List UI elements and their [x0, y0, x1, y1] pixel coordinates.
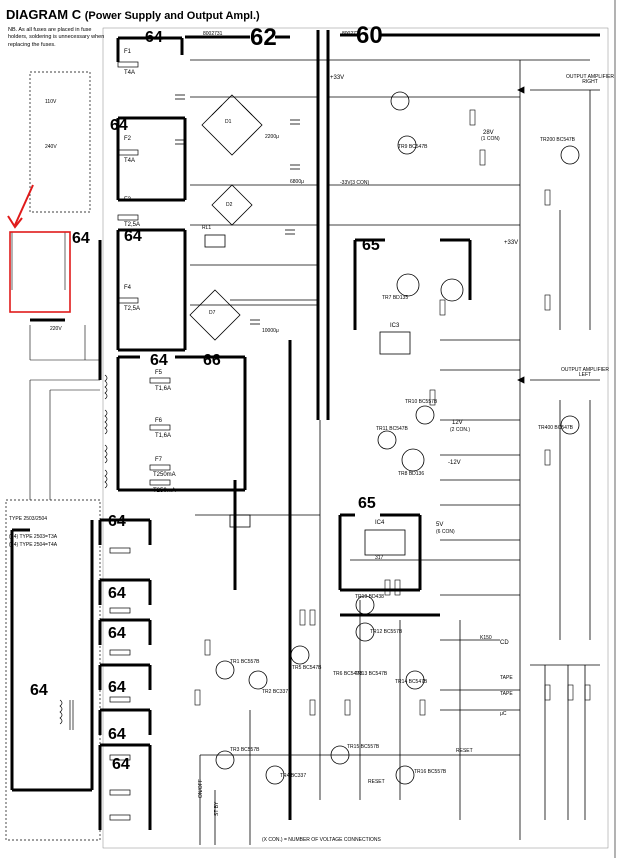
fuse-f4: F4 [124, 285, 132, 291]
label-rl1: RL1 [202, 225, 212, 231]
module-64-bl5: 64 [108, 726, 126, 743]
rail-28v-con: (1 CON) [481, 136, 500, 142]
module-66: 66 [203, 352, 221, 369]
label-tr7: TR7 BD135 [382, 295, 409, 301]
module-64-mid: 64 [124, 228, 142, 245]
rail-28v: 28V [483, 130, 494, 136]
fuse-f3: F3 [124, 197, 132, 203]
diagram-title: DIAGRAM C (Power Supply and Output Ampl.… [6, 8, 260, 22]
fuse-f1-value: T4A [124, 70, 136, 76]
type-box-label: TYPE 2503/2504 [9, 516, 48, 522]
label-tr200: TR200 BC547B [540, 137, 576, 143]
label-tr15: TR15 BC557B [347, 744, 380, 750]
label-110v: 110V [45, 99, 57, 105]
fuse-f4-value: T2,5A [124, 306, 141, 312]
module-65-upper: 65 [362, 237, 380, 254]
module-64-bl4: 64 [108, 679, 126, 696]
label-tr3: TR3 BC557B [230, 747, 260, 753]
module-64-f2: 64 [110, 117, 128, 134]
label-tr16: TR16 BC557B [414, 769, 447, 775]
label-tr13: TR13 BC547B [355, 671, 388, 677]
rail-minus33v: -33V(3 CON) [340, 180, 370, 186]
module-64-left: 64 [72, 230, 90, 247]
label-on-off: ON/OFF [198, 779, 204, 798]
module-64-bl2: 64 [108, 585, 126, 602]
fuse-f8-value: T250mA [153, 488, 176, 494]
label-tr10: TR10 BC557B [405, 399, 438, 405]
label-c10000: 10000μ [262, 328, 279, 334]
module-64-transformer: 64 [150, 352, 168, 369]
code-8002731: 8002731 [203, 31, 223, 37]
rail-plus33v: +33V [330, 75, 345, 81]
fuse-f5-value: T1,6A [155, 386, 172, 392]
label-ic4-part: 317 [375, 555, 384, 561]
module-65-lower: 65 [358, 495, 376, 512]
fuse-f6: F6 [155, 418, 163, 424]
rail-12v-con: (2 CON.) [450, 427, 470, 433]
label-d2: D2 [226, 202, 233, 208]
label-tape-2: TAPE [500, 691, 513, 697]
label-reset: RESET [456, 748, 473, 754]
label-k150: K150 [480, 635, 492, 641]
rail-5v: 5V [436, 522, 444, 528]
fuse-f1: F1 [124, 49, 132, 55]
label-tr2: TR2 BC337 [262, 689, 289, 695]
label-tr14: TR14 BC547B [395, 679, 428, 685]
label-220v: 220V [50, 326, 62, 332]
fuse-f3-value: T2,5A [124, 222, 141, 228]
label-cd: CD [500, 640, 509, 646]
output-amp-left-label: OUTPUT AMPLIFIER LEFT [561, 367, 609, 378]
fuse-f5: F5 [155, 370, 163, 376]
fuse-note: NB. As all fuses are placed in fuse hold… [8, 27, 105, 48]
label-tr6: TR6 BC547B [333, 671, 363, 677]
rail-12v: 12V [452, 420, 463, 426]
fuse-f7: F7 [155, 457, 163, 463]
module-64-top: 64 [145, 29, 163, 46]
label-ic4: IC4 [375, 520, 385, 526]
module-64-bl1: 64 [108, 513, 126, 530]
fuse-f7-value: T250mA [153, 472, 176, 478]
label-tr8: TR8 BD136 [398, 471, 425, 477]
label-tr1: TR1 BC557B [230, 659, 260, 665]
rail-5v-con: (6 CON) [436, 529, 455, 535]
label-tr11: TR11 BC547B [376, 426, 408, 432]
label-tr19: TR19 BD438 [355, 594, 384, 600]
fuse-f6-value: T1,6A [155, 433, 172, 439]
module-62: 62 [250, 24, 277, 51]
code-8002725: 8002725 [342, 31, 362, 37]
module-64-bl3: 64 [108, 625, 126, 642]
module-60: 60 [356, 22, 383, 49]
fuse-f2-value: T4A [124, 158, 136, 164]
type-2504: (F4) TYPE 2504=T4A [9, 542, 58, 548]
label-uc: μC [500, 711, 507, 717]
label-tr400: TR400 BC547B [538, 425, 574, 431]
module-64-big: 64 [30, 682, 48, 699]
type-2503: (F4) TYPE 2503=T3A [9, 534, 58, 540]
label-c2200: 2200μ [265, 134, 280, 140]
title-sub: (Power Supply and Output Ampl.) [84, 10, 260, 22]
label-tr4: TR4 BC337 [280, 773, 307, 779]
footer-note: (X CON.) = NUMBER OF VOLTAGE CONNECTIONS [262, 837, 381, 843]
label-c6800: 6800μ [290, 179, 305, 185]
label-reset-2: RESET [368, 779, 385, 785]
label-tape: TAPE [500, 675, 513, 681]
label-d1: D1 [225, 119, 232, 125]
module-64-bl6: 64 [112, 756, 130, 773]
label-d7: D7 [209, 310, 216, 316]
label-tr12: TR12 BC557B [370, 629, 403, 635]
label-tr9: TR9 BC547B [398, 144, 428, 150]
label-stby: ST BY [214, 801, 220, 816]
rail-plus33v-b: +33V [504, 240, 519, 246]
rail-minus12v: -12V [448, 460, 461, 466]
label-ic3: IC3 [390, 323, 400, 329]
fuse-f2: F2 [124, 136, 132, 142]
output-amp-right-label: OUTPUT AMPLIFIER RIGHT [566, 74, 614, 85]
label-tr5: TR5 BC547B [292, 665, 322, 671]
label-240v: 240V [45, 144, 57, 150]
title-main: DIAGRAM C [6, 7, 82, 22]
